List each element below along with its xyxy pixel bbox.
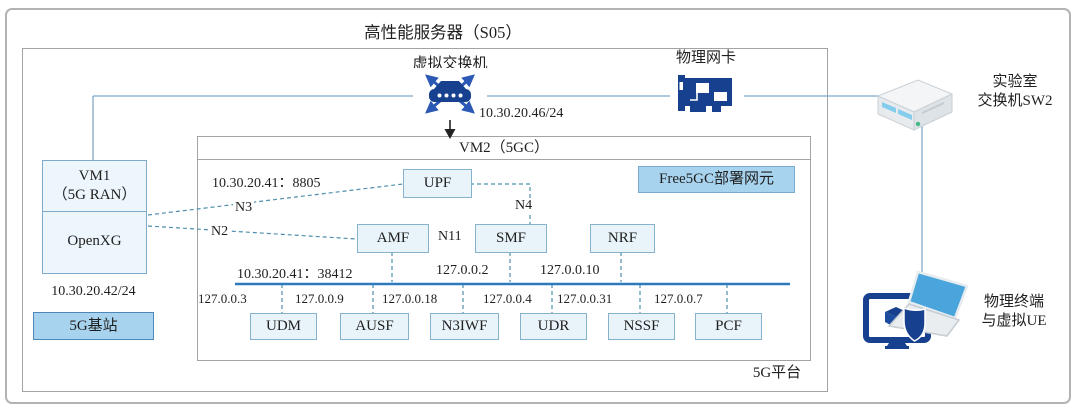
nrf-ip: 127.0.0.10 (540, 263, 600, 278)
udr-ip: 127.0.0.4 (483, 291, 532, 306)
nf-box-udr: UDR (520, 313, 587, 340)
server-box (22, 48, 828, 392)
nssf-ip: 127.0.0.31 (557, 291, 613, 306)
ausf-ip: 127.0.0.9 (295, 291, 344, 306)
nf-box-pcf: PCF (695, 313, 762, 340)
nf-box-ausf: AUSF (340, 313, 409, 340)
vm1-name-cell: VM1 （5G RAN） (43, 161, 146, 212)
pcf-ip: 127.0.0.7 (654, 291, 703, 306)
lab-switch-label: 实验室 交换机SW2 (960, 73, 1070, 111)
lab-switch-label-line1: 实验室 (992, 74, 1038, 90)
iface-label-n11: N11 (438, 229, 462, 244)
upf-ip: 10.30.20.41：8805 (212, 176, 321, 191)
outer-frame (5, 8, 1071, 404)
terminal-ue-icon (863, 270, 969, 349)
udm-ip: 127.0.0.3 (198, 291, 247, 306)
vm1-ip: 10.30.20.42/24 (51, 284, 136, 299)
physical-nic-icon (670, 70, 744, 122)
vm2-title: VM2（5GC） (198, 137, 810, 160)
nf-box-nrf: NRF (590, 224, 655, 253)
lab-switch-label-line2: 交换机SW2 (977, 92, 1053, 109)
shield-icon (903, 306, 926, 342)
physical-nic-label: 物理网卡 (675, 50, 736, 66)
nf-box-amf: AMF (357, 224, 429, 253)
free5gc-badge: Free5GC部署网元 (638, 166, 795, 193)
nf-box-udm: UDM (250, 313, 317, 340)
vm1-subname: （5G RAN） (52, 186, 137, 203)
platform-label: 5G平台 (752, 365, 802, 381)
down-arrow-icon (444, 129, 456, 139)
smf-ip: 127.0.0.2 (436, 263, 489, 278)
n3iwf-ip: 127.0.0.18 (382, 291, 438, 306)
nf-box-upf: UPF (403, 169, 472, 198)
nf-box-nssf: NSSF (608, 313, 675, 340)
amf-ip: 10.30.20.41：38412 (237, 267, 353, 282)
iface-label-n4: N4 (513, 198, 535, 214)
terminal-label: 物理终端 与虚拟UE (966, 293, 1062, 331)
nf-box-n3iwf: N3IWF (430, 313, 499, 340)
vm2-box: VM2（5GC） (197, 136, 811, 361)
virtual-switch-icon (413, 68, 487, 120)
nf-box-smf: SMF (475, 224, 547, 253)
vm1-name: VM1 (78, 168, 111, 184)
iface-label-n3: N3 (233, 200, 255, 216)
terminal-label-line1: 物理终端 (983, 294, 1044, 310)
lab-switch-icon (876, 79, 954, 131)
virtual-switch-ip: 10.30.20.46/24 (479, 106, 564, 121)
iface-label-n2: N2 (209, 224, 231, 240)
vm1-box: VM1 （5G RAN） OpenXG (42, 160, 147, 274)
server-title: 高性能服务器（S05） (364, 23, 522, 42)
gnb-badge: 5G基站 (33, 312, 154, 340)
terminal-label-line2: 与虚拟UE (981, 312, 1047, 329)
vm1-software: OpenXG (67, 233, 122, 249)
